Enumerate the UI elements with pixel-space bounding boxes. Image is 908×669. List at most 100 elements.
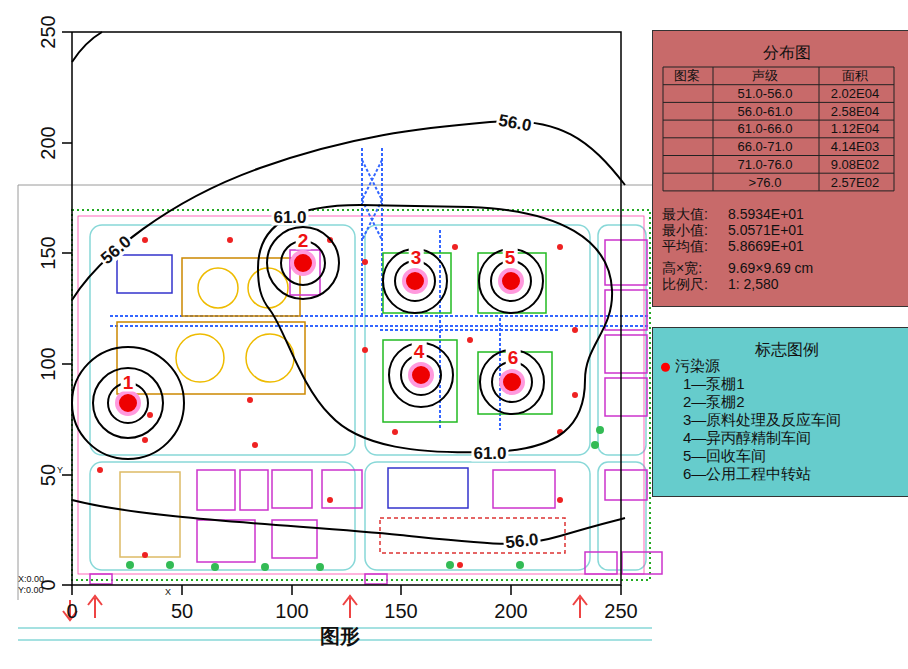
hydrant-dot (572, 392, 578, 398)
building-outline (240, 470, 268, 510)
axis-frame (72, 585, 621, 595)
noise-source (117, 392, 139, 414)
stat-text: 比例尺: (662, 277, 708, 291)
callout-number: 4 (412, 342, 427, 361)
pipe-rack (110, 316, 650, 326)
table-cell: >76.0 (749, 175, 782, 188)
hydrant-dot (97, 237, 578, 568)
hydrant-dot (452, 244, 458, 250)
legend-entry: 2—泵棚2 (683, 394, 745, 411)
legend-text: 6—公用工程中转站 (683, 465, 811, 482)
building-outline (272, 470, 312, 508)
axis-tick-label: 200 (494, 601, 527, 621)
table-grid (713, 67, 714, 191)
building-outline (622, 552, 662, 574)
table-cell: 71.0-76.0 (738, 157, 793, 170)
table-header: 声级 (752, 69, 778, 82)
contour-label: 61.0 (471, 445, 508, 462)
pipe-rack (362, 148, 382, 316)
axis-note: X (165, 588, 171, 597)
hydrant-dot (147, 412, 153, 418)
noise-source (500, 270, 522, 292)
building-outline (197, 520, 255, 562)
stat-text: 平均值: (662, 239, 708, 253)
building-outline (322, 470, 362, 508)
panel-heading: 标志图例 (653, 328, 908, 359)
building-outline (493, 470, 555, 508)
legend-text: 3—原料处理及反应车间 (683, 411, 841, 428)
hydrant-dot (247, 397, 253, 403)
hydrant-dot (557, 244, 563, 250)
noise-contour (491, 261, 531, 301)
table-grid (663, 120, 894, 121)
caption: 图形 (320, 626, 360, 646)
table-header: 图案 (674, 69, 700, 82)
table-grid (894, 67, 895, 191)
building-outline (605, 378, 647, 416)
table-grid (663, 67, 894, 68)
noise-source (410, 364, 432, 386)
tank-area (198, 268, 238, 308)
axis-frame (72, 32, 621, 585)
building-outline (90, 574, 112, 584)
hydrant-dot (457, 562, 463, 568)
axis-note: X:0.00 (18, 575, 44, 584)
axis-tick-label: 200 (38, 126, 58, 159)
tank-area (176, 334, 224, 382)
axis-tick-label: 150 (38, 236, 58, 269)
entrance-arrow (63, 600, 77, 620)
table-cell: 2.02E04 (831, 87, 879, 100)
noise-source (292, 252, 314, 274)
tree-symbol (261, 563, 269, 571)
building-outline (585, 552, 617, 574)
hydrant-dot (362, 259, 368, 265)
noise-contour (492, 362, 532, 402)
building-outline (290, 250, 320, 295)
hydrant-dot (142, 552, 148, 558)
callout-number: 6 (506, 348, 521, 367)
axis-tick-label: 250 (38, 15, 58, 48)
noise-source (501, 371, 523, 393)
noise-contour (93, 368, 163, 438)
hydrant-dot (227, 237, 233, 243)
stat-text: 最大值: (662, 207, 708, 221)
table-grid (663, 67, 664, 191)
table-grid (819, 67, 820, 191)
tree-symbol (596, 426, 604, 434)
entrance-arrow (573, 596, 587, 618)
axis-tick-label: 0 (66, 601, 77, 621)
road-outline (598, 225, 646, 455)
image-border (18, 185, 652, 600)
noise-source (117, 252, 523, 414)
table-cell: 56.0-61.0 (738, 104, 793, 117)
building-outline (388, 468, 468, 508)
pipe-rack (110, 148, 650, 430)
table-grid (663, 102, 894, 103)
tree-symbol (211, 563, 219, 571)
hydrant-dot (362, 347, 368, 353)
legend-entry: 6—公用工程中转站 (683, 466, 811, 483)
panel-heading: 分布图 (653, 31, 908, 62)
table-cell: 1.12E04 (831, 122, 879, 135)
axis-tick-label: 50 (38, 464, 58, 486)
legend-entry: 3—原料处理及反应车间 (683, 412, 841, 429)
noise-contour (267, 227, 339, 299)
axis-frame (62, 32, 72, 585)
road-outline (90, 225, 355, 455)
hydrant-dot (142, 437, 148, 443)
axis-tick-label: 50 (171, 601, 193, 621)
stat-text: 1: 2,580 (728, 277, 779, 291)
building-outline (383, 340, 457, 422)
tree-symbol (316, 563, 324, 571)
noise-contour (72, 32, 625, 544)
callout-number: 5 (503, 248, 518, 267)
table-header: 面积 (842, 69, 868, 82)
stat-text: 高×宽: (662, 261, 702, 275)
noise-contour (72, 347, 184, 459)
entrance-arrow (343, 596, 357, 618)
legend-text: 污染源 (675, 357, 720, 374)
tank-area (117, 322, 305, 394)
building-outline (605, 470, 647, 500)
legend-text: 2—泵棚2 (683, 393, 745, 410)
